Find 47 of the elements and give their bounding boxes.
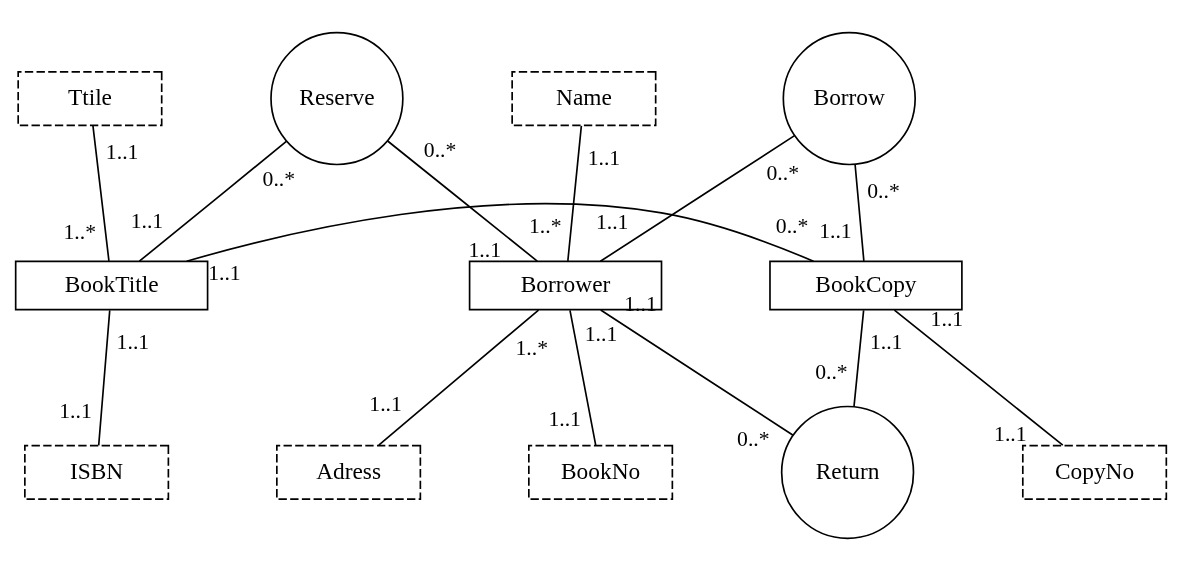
label: 1..* [515, 335, 548, 360]
label: 0..* [737, 426, 770, 451]
node-box: BookTitle [14, 259, 209, 311]
label: 1..1 [105, 139, 139, 164]
label: 0..* [775, 213, 809, 238]
label: 0..* [262, 166, 296, 191]
label: 1..1 [587, 145, 621, 170]
connector [377, 308, 540, 446]
connector [569, 309, 597, 446]
node-box: CopyNo [1021, 444, 1168, 500]
connector [97, 309, 111, 446]
connector [185, 202, 815, 262]
label: 0..* [815, 359, 848, 384]
label: 0..* [867, 178, 900, 203]
label: 1..1 [130, 208, 164, 233]
label: 1..* [63, 219, 97, 244]
label: 1..* [529, 213, 562, 238]
connector [599, 308, 794, 436]
label: 1..1 [595, 209, 629, 234]
label: 1..1 [819, 218, 852, 243]
label: 1..1 [869, 329, 903, 354]
connector [92, 124, 110, 262]
node-box: Adress [276, 444, 422, 500]
label: 0..* [423, 137, 457, 162]
node-box: BookCopy [769, 259, 963, 311]
connector [853, 309, 865, 408]
connector [567, 124, 583, 262]
connector [599, 134, 796, 262]
label: 1..1 [994, 421, 1027, 446]
label: 1..1 [584, 321, 618, 346]
connector [854, 163, 865, 262]
node-circle: Borrow [782, 31, 916, 165]
label: 1..1 [59, 398, 92, 423]
label: 1..1 [208, 260, 241, 285]
node-box: BookNo [528, 444, 674, 500]
label: 1..1 [369, 391, 402, 416]
node-circle: Return [780, 405, 915, 539]
connector [138, 140, 288, 262]
connector [386, 139, 539, 262]
node-box: Ttile [17, 70, 163, 126]
node-box: ISBN [24, 444, 170, 500]
label: 1..1 [468, 237, 502, 262]
label: 1..1 [548, 406, 581, 431]
node-box: Name [511, 70, 657, 126]
node-circle: Reserve [270, 31, 404, 165]
connector [893, 308, 1064, 446]
label: 1..1 [116, 329, 150, 354]
